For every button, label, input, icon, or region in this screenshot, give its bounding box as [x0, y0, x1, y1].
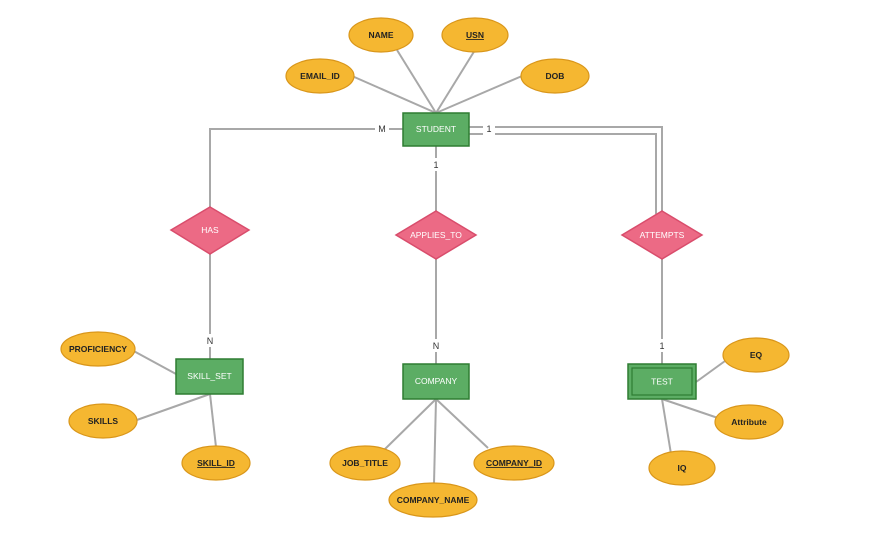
- edge-test-eq: [695, 360, 726, 383]
- attribute-job-title[interactable]: JOB_TITLE: [329, 445, 401, 481]
- edge-student-attempts-inner: [469, 133, 657, 214]
- edge-student-attempts-outer: [469, 126, 663, 213]
- attribute-skills[interactable]: SKILLS: [68, 403, 138, 439]
- edge-test-attribute: [661, 398, 719, 419]
- cardinality-student-has: M: [378, 124, 386, 134]
- attribute-usn-key[interactable]: USN: [441, 17, 509, 53]
- attribute-proficiency[interactable]: PROFICIENCY: [60, 331, 136, 367]
- edge-student-email: [351, 75, 437, 114]
- cardinality-labels: M N 1 N 1 1: [203, 122, 668, 352]
- attribute-company-name-label: COMPANY_NAME: [397, 495, 470, 505]
- entity-student[interactable]: STUDENT: [402, 112, 470, 147]
- attribute-skill-id-label: SKILL_ID: [197, 458, 235, 468]
- relationship-applies-to[interactable]: APPLIES_TO: [394, 210, 478, 260]
- edge-company-companyname: [433, 398, 437, 485]
- attribute-attribute-label: Attribute: [731, 417, 767, 427]
- attribute-skill-id-key[interactable]: SKILL_ID: [181, 445, 251, 481]
- attribute-name-label: NAME: [368, 30, 393, 40]
- edge-student-has: [209, 128, 403, 207]
- entity-test-weak[interactable]: TEST: [627, 363, 697, 400]
- attribute-dob-label: DOB: [546, 71, 565, 81]
- cardinality-company-applies: N: [433, 341, 440, 351]
- entity-company-label: COMPANY: [415, 376, 458, 386]
- attribute-attribute[interactable]: Attribute: [714, 404, 784, 440]
- relationship-has-label: HAS: [201, 225, 219, 235]
- attribute-eq[interactable]: EQ: [722, 337, 790, 373]
- relationship-has[interactable]: HAS: [169, 206, 251, 255]
- entity-student-label: STUDENT: [416, 124, 456, 134]
- entity-company[interactable]: COMPANY: [402, 363, 470, 400]
- entity-test-label: TEST: [651, 377, 673, 387]
- attribute-company-id-label: COMPANY_ID: [486, 458, 542, 468]
- edge-company-jobtitle: [383, 398, 437, 451]
- edge-student-dob: [435, 75, 523, 114]
- relationship-attempts[interactable]: ATTEMPTS: [620, 210, 704, 260]
- edge-skillset-proficiency: [129, 348, 177, 375]
- attribute-eq-label: EQ: [750, 350, 763, 360]
- cardinality-skillset-has: N: [207, 336, 214, 346]
- edge-skillset-skills: [133, 393, 211, 422]
- attribute-iq[interactable]: IQ: [648, 450, 716, 486]
- attribute-email-id[interactable]: EMAIL_ID: [285, 58, 355, 94]
- cardinality-student-attempts: 1: [486, 124, 491, 134]
- entity-skill-set-label: SKILL_SET: [187, 371, 231, 381]
- edge-student-name: [396, 49, 437, 114]
- attribute-name[interactable]: NAME: [348, 17, 414, 53]
- entity-skill-set[interactable]: SKILL_SET: [175, 358, 244, 395]
- edge-skillset-skillid: [209, 393, 217, 448]
- attribute-job-title-label: JOB_TITLE: [342, 458, 388, 468]
- attribute-iq-label: IQ: [678, 463, 687, 473]
- cardinality-student-applies: 1: [433, 160, 438, 170]
- relationship-attempts-label: ATTEMPTS: [640, 230, 685, 240]
- attribute-email-id-label: EMAIL_ID: [300, 71, 340, 81]
- relationship-applies-to-label: APPLIES_TO: [410, 230, 462, 240]
- attribute-skills-label: SKILLS: [88, 416, 119, 426]
- attribute-proficiency-label: PROFICIENCY: [69, 344, 127, 354]
- connector-lines: [129, 49, 726, 485]
- attribute-company-name[interactable]: COMPANY_NAME: [388, 482, 478, 518]
- edge-test-iq: [661, 398, 672, 455]
- attribute-company-id-key[interactable]: COMPANY_ID: [473, 445, 555, 481]
- attribute-dob[interactable]: DOB: [520, 58, 590, 94]
- cardinality-test-attempts: 1: [659, 341, 664, 351]
- attribute-usn-label: USN: [466, 30, 484, 40]
- edge-company-companyid: [435, 398, 489, 449]
- edge-student-usn: [435, 49, 476, 114]
